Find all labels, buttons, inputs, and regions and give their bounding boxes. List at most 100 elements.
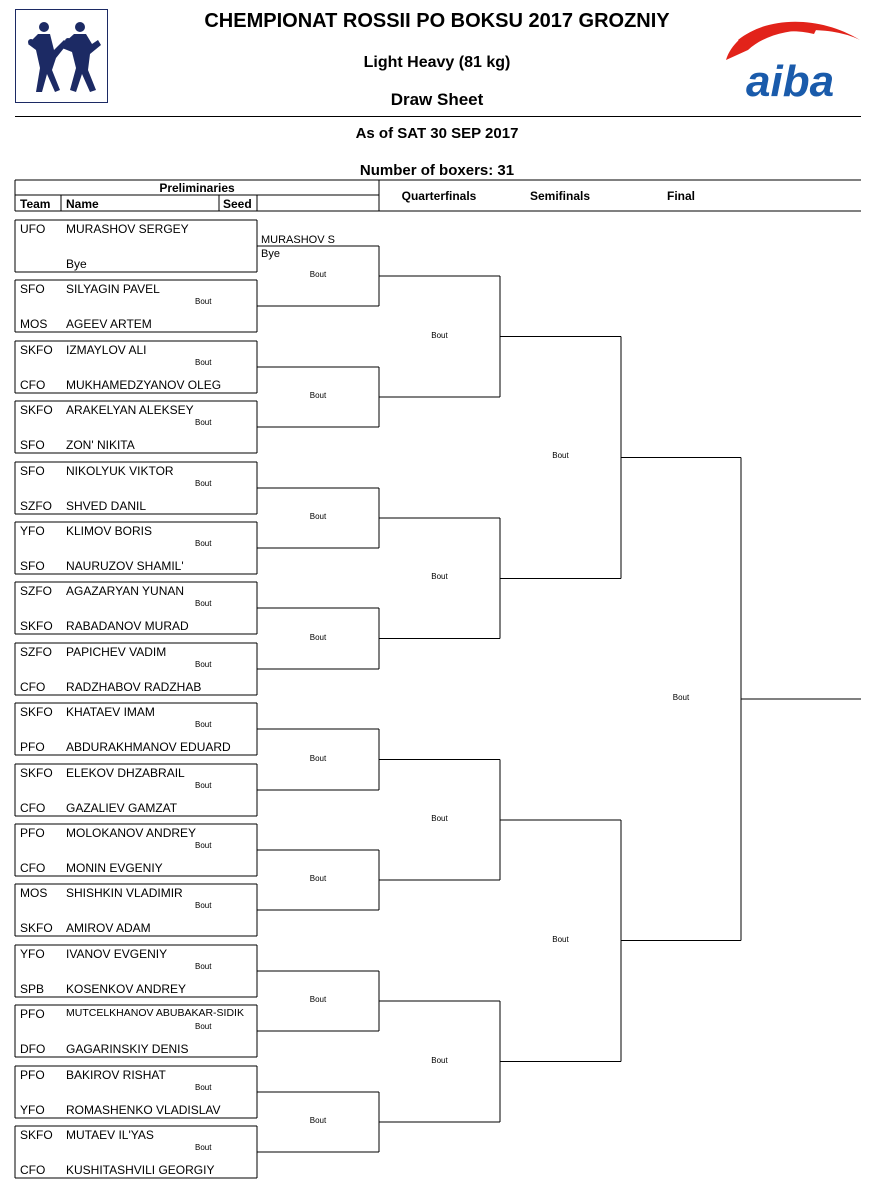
boxer-name: AMIROV ADAM — [66, 921, 151, 935]
aiba-logo-icon: aiba — [726, 21, 860, 106]
boxer-name: MURASHOV SERGEY — [66, 222, 189, 236]
team-code: PFO — [20, 1068, 45, 1082]
bout-label: Bout — [195, 720, 212, 729]
team-code: PFO — [20, 826, 45, 840]
team-code: SZFO — [20, 499, 52, 513]
boxer-name: AGEEV ARTEM — [66, 317, 152, 331]
boxer-name: RABADANOV MURAD — [66, 619, 189, 633]
team-code: YFO — [20, 1103, 45, 1117]
boxer-name: BAKIROV RISHAT — [66, 1068, 166, 1082]
boxer-name: ROMASHENKO VLADISLAV — [66, 1103, 221, 1117]
team-code: SKFO — [20, 343, 53, 357]
boxer-name: MUTCELKHANOV ABUBAKAR-SIDIK — [66, 1007, 244, 1019]
aiba-logo: aiba — [718, 10, 864, 106]
boxer-name: SHISHKIN VLADIMIR — [66, 886, 183, 900]
final-bout-label: Bout — [672, 693, 690, 702]
preliminaries-header: Preliminaries — [159, 181, 235, 195]
bout-label: Bout — [195, 781, 212, 790]
team-code: PFO — [20, 740, 45, 754]
boxer-name: NAURUZOV SHAMIL' — [66, 559, 184, 573]
boxer-name: SHVED DANIL — [66, 499, 147, 513]
bout-label: Bout — [195, 479, 212, 488]
boxer-name: ELEKOV DHZABRAIL — [66, 766, 185, 780]
round_of_16-bout-label: Bout — [309, 391, 327, 400]
boxer-name: AGAZARYAN YUNAN — [66, 584, 185, 598]
round_of_16-bout-label: Bout — [309, 1116, 327, 1125]
round_of_16-bout-label: Bout — [309, 874, 327, 883]
boxer-name: ARAKELYAN ALEKSEY — [66, 403, 194, 417]
round_of_16-bout-label: Bout — [309, 632, 327, 642]
team-code: CFO — [20, 680, 46, 694]
semifinals-header: Semifinals — [529, 189, 591, 203]
event-title: CHEMPIONAT ROSSII PO BOKSU 2017 GROZNIY — [204, 10, 670, 32]
boxer-name: IVANOV EVGENIY — [66, 947, 168, 961]
team-code: MOS — [20, 317, 48, 331]
quarterfinals-header: Quarterfinals — [401, 189, 477, 203]
boxer-name: IZMAYLOV ALI — [66, 343, 147, 357]
team-code: PFO — [20, 1007, 45, 1021]
boxer-name: RADZHABOV RADZHAB — [66, 680, 202, 694]
team-code: SPB — [20, 982, 45, 996]
aiba-wordmark: aiba — [746, 57, 834, 104]
boxer-name: KLIMOV BORIS — [66, 524, 153, 538]
bout-label: Bout — [195, 418, 212, 427]
team-code: SFO — [20, 559, 45, 573]
final-header: Final — [666, 189, 695, 203]
team-code: SKFO — [20, 403, 53, 417]
boxer-name: ABDURAKHMANOV EDUARD — [66, 740, 231, 754]
team-code: CFO — [20, 378, 46, 392]
team-code: SFO — [20, 464, 45, 478]
bout-label: Bout — [195, 841, 212, 850]
round_of_16-bout-label: Bout — [309, 753, 327, 763]
quarterfinals-bout-label: Bout — [431, 1055, 448, 1065]
quarterfinals-bout-label: Bout — [431, 330, 448, 340]
boxer-name: GAGARINSKIY DENIS — [66, 1042, 189, 1056]
team-code: SKFO — [20, 766, 53, 780]
boxer-name: MUKHAMEDZYANOV OLEG — [66, 378, 222, 392]
bout-label: Bout — [195, 660, 212, 669]
team-code: DFO — [20, 1042, 46, 1056]
team-code: CFO — [20, 1163, 46, 1177]
team-code: SZFO — [20, 645, 52, 659]
boxer-name: MONIN EVGENIY — [66, 861, 163, 875]
bout-label: Bout — [195, 962, 212, 971]
header-divider — [15, 116, 861, 117]
boxer-name: PAPICHEV VADIM — [66, 645, 167, 659]
team-code: YFO — [20, 947, 45, 961]
boxer-name: KOSENKOV ANDREY — [66, 982, 187, 996]
boxer-name: KUSHITASHVILI GEORGIY — [66, 1163, 215, 1177]
bout-label: Bout — [195, 599, 212, 608]
sheet-title: Draw Sheet — [390, 90, 484, 109]
team-code: SZFO — [20, 584, 52, 598]
bout-label: Bout — [195, 1083, 212, 1092]
boxer-name: NIKOLYUK VIKTOR — [66, 464, 174, 478]
team-code: CFO — [20, 801, 46, 815]
bout-label: Bout — [195, 297, 212, 306]
boxer-name: ZON' NIKITA — [66, 438, 135, 452]
boxer-name: Bye — [66, 257, 87, 271]
team-code: CFO — [20, 861, 46, 875]
round_of_16-bout-label: Bout — [309, 995, 327, 1004]
round_of_16-bout-label: Bout — [309, 270, 327, 279]
quarterfinals-bout-label: Bout — [431, 572, 448, 582]
team-code: SKFO — [20, 619, 53, 633]
team-code: YFO — [20, 524, 45, 538]
bout-label: Bout — [195, 901, 212, 910]
team-code: SFO — [20, 282, 45, 296]
bout-label: Bout — [195, 539, 212, 548]
weight-class: Light Heavy (81 kg) — [363, 54, 511, 71]
bye-winner-name: MURASHOV S — [261, 234, 335, 246]
bout-label: Bout — [195, 1022, 212, 1031]
boxers-silhouette-icon — [28, 22, 101, 92]
quarterfinals-bout-label: Bout — [431, 813, 448, 823]
as-of-date: As of SAT 30 SEP 2017 — [355, 125, 519, 142]
bout-label: Bout — [195, 1143, 212, 1152]
bye-note: Bye — [261, 248, 280, 260]
boxers-logo — [15, 9, 108, 103]
semifinals-bout-label: Bout — [552, 451, 569, 461]
team-header: Team — [20, 197, 51, 211]
boxer-count: Number of boxers: 31 — [359, 162, 515, 179]
boxer-name: SILYAGIN PAVEL — [66, 282, 160, 296]
boxer-name: KHATAEV IMAM — [66, 705, 155, 719]
round_of_16-bout-label: Bout — [309, 512, 327, 521]
